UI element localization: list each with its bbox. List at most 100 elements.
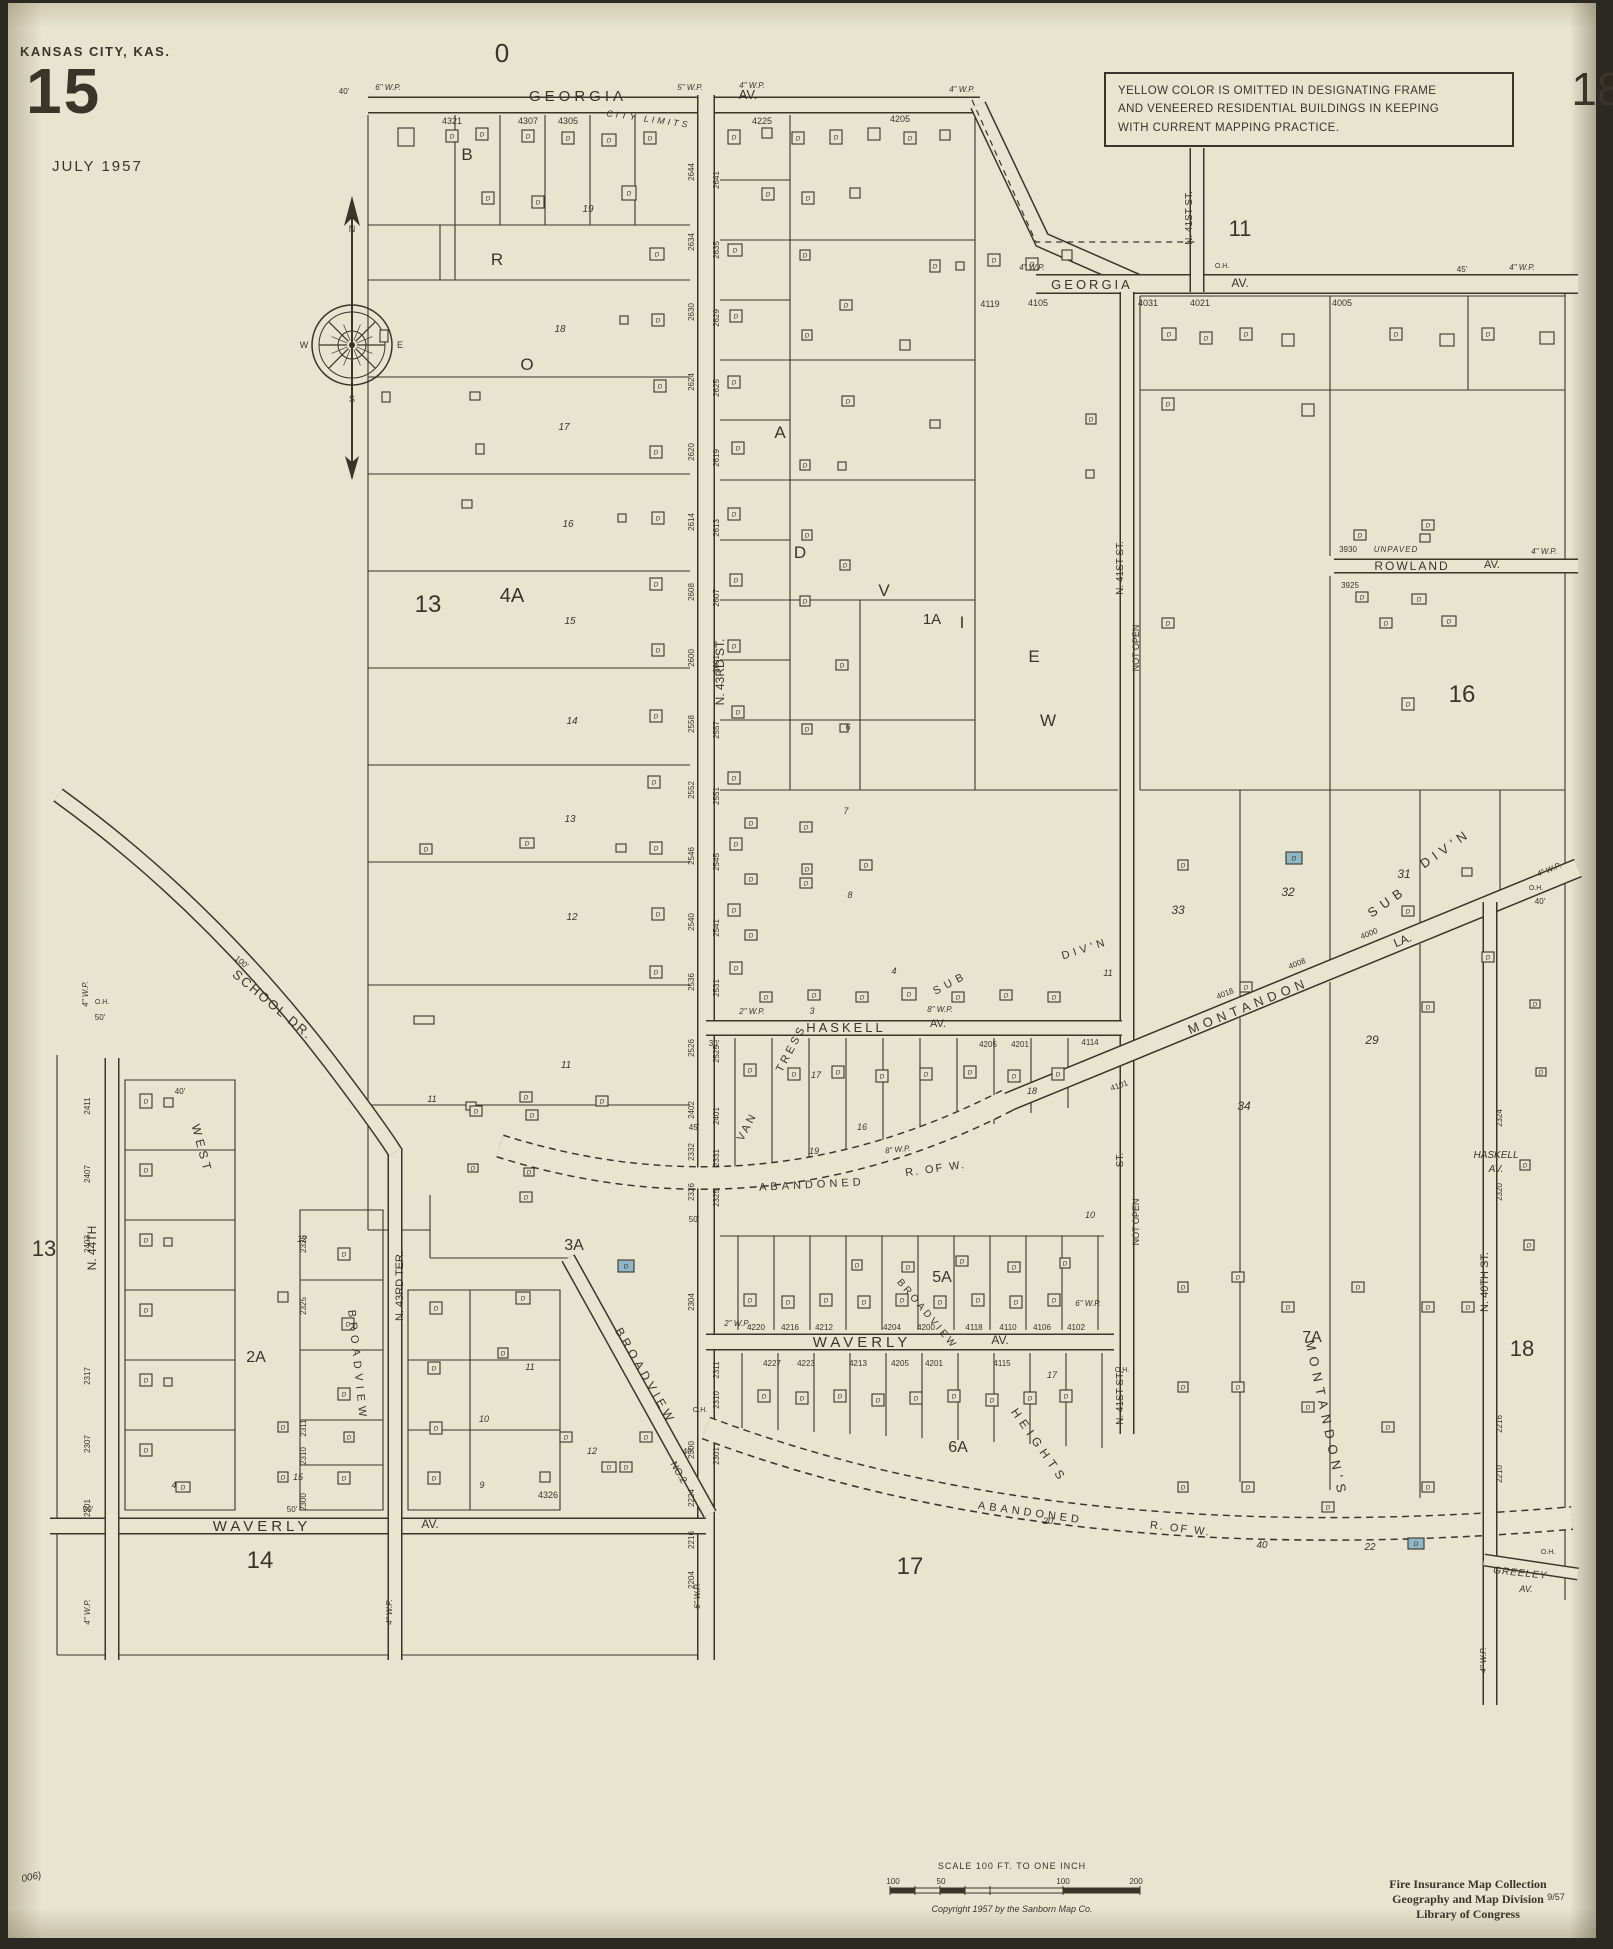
map-label: 2324	[1495, 1109, 1504, 1127]
map-label: 2403	[83, 1235, 92, 1253]
dwelling-code: D	[526, 133, 531, 140]
dwelling-code: D	[812, 992, 817, 999]
map-label: 4118	[965, 1323, 983, 1332]
map-label: 14	[247, 1547, 274, 1574]
dwelling-code: D	[434, 1425, 439, 1432]
map-label: 4201	[1011, 1040, 1029, 1049]
dwelling-code: D	[566, 135, 571, 142]
dwelling-code: D	[144, 1447, 149, 1454]
dwelling-code: D	[525, 840, 530, 847]
dwelling-code: D	[836, 1069, 841, 1076]
map-label: SCALE 100 FT. TO ONE INCH	[938, 1861, 1086, 1871]
dwelling-code: D	[1360, 594, 1365, 601]
map-label: 19	[582, 204, 594, 215]
map-label: N. 41ST ST.	[1115, 1371, 1126, 1425]
map-label: 50	[937, 1877, 946, 1886]
map-label: 50'	[689, 1215, 700, 1224]
map-label: 2546	[687, 847, 696, 865]
dwelling-code: D	[749, 820, 754, 827]
dwelling-code: D	[144, 1167, 149, 1174]
map-label: 4" W.P.	[81, 981, 90, 1007]
map-label: HEIGHTS	[1008, 1406, 1070, 1486]
dwelling-code: D	[1181, 1484, 1186, 1491]
dwelling-code: D	[144, 1377, 149, 1384]
dwelling-code: D	[803, 462, 808, 469]
map-label: 4105	[1028, 298, 1048, 308]
dwelling-code: D	[624, 1464, 629, 1471]
map-label: 4" W.P.	[1479, 1647, 1488, 1673]
dwelling-code: D	[734, 313, 739, 320]
map-label: 4212	[815, 1323, 833, 1332]
dwelling-code: D	[968, 1069, 973, 1076]
dwelling-code: D	[1166, 401, 1171, 408]
map-label: 11	[427, 1094, 436, 1104]
sheet-number: 15	[26, 55, 102, 127]
map-label: E	[1028, 647, 1039, 666]
map-label: 12	[297, 1234, 307, 1244]
map-label: 1A	[923, 611, 941, 628]
map-label: 17	[897, 1553, 924, 1580]
map-label: 50'	[287, 1505, 298, 1514]
map-label: A	[774, 423, 786, 442]
dwelling-code: D	[960, 1258, 965, 1265]
dwelling-code: D	[1386, 1424, 1391, 1431]
map-label: O.H.	[1541, 1549, 1555, 1556]
map-label: 200	[1129, 1877, 1143, 1886]
map-label: 14	[566, 716, 578, 727]
map-label: 4114	[1081, 1038, 1099, 1047]
map-label: Fire Insurance Map Collection	[1389, 1877, 1547, 1891]
map-label: 11	[1103, 968, 1112, 978]
map-label: 16	[562, 519, 574, 530]
map-label: 12	[587, 1446, 597, 1456]
dwelling-code: D	[860, 994, 865, 1001]
dwelling-code: D	[424, 846, 429, 853]
dwelling-code: D	[766, 191, 771, 198]
map-label: N. 41ST ST.	[1115, 541, 1126, 595]
map-label: 12	[566, 912, 578, 923]
dwelling-code: D	[648, 135, 653, 142]
dwelling-code: D	[342, 1475, 347, 1482]
map-label: DIV'N	[1060, 936, 1110, 962]
dwelling-code: D	[1064, 1393, 1069, 1400]
map-label: 4321	[442, 116, 462, 126]
map-label: HASKELL	[1473, 1150, 1518, 1161]
dwelling-code: D	[800, 1395, 805, 1402]
dwelling-code: D	[1030, 261, 1035, 268]
dwelling-code: D	[855, 1262, 860, 1269]
dwelling-code: D	[734, 965, 739, 972]
map-label: 4" W.P.	[1531, 547, 1557, 556]
dwelling-code: D	[1012, 1264, 1017, 1271]
dwelling-code: D	[654, 449, 659, 456]
dwelling-code: D	[764, 994, 769, 1001]
map-label: N. 43RD ST.	[713, 639, 727, 706]
map-label: ROWLAND	[1374, 559, 1449, 573]
dwelling-code: D	[144, 1098, 149, 1105]
map-label: 17	[811, 1070, 822, 1080]
map-label: AV.	[1488, 1164, 1504, 1175]
dwelling-code: D	[652, 779, 657, 786]
map-label: 2614	[687, 513, 696, 531]
dwelling-code: D	[144, 1237, 149, 1244]
map-label: 2A	[246, 1349, 266, 1366]
dwelling-code: D	[627, 190, 632, 197]
lot-lines	[56, 115, 1566, 1656]
map-label: 2210	[1495, 1465, 1504, 1483]
map-label: 40'	[175, 1087, 186, 1096]
map-label: 2307	[83, 1435, 92, 1453]
map-label: 2625	[712, 379, 721, 397]
map-label: 2525	[712, 1045, 721, 1063]
map-label: 4008	[1287, 956, 1307, 971]
map-label: 6	[845, 722, 850, 732]
dwelling-code: D	[346, 1321, 351, 1328]
dwelling-code: D	[846, 398, 851, 405]
dwelling-code: D	[480, 131, 485, 138]
dwelling-code: D	[914, 1395, 919, 1402]
map-label: 2311	[712, 1361, 721, 1379]
map-label: 4201	[925, 1359, 943, 1368]
dwelling-code: D	[1406, 908, 1411, 915]
dwelling-code: D	[732, 907, 737, 914]
map-label: 4" W.P.	[739, 81, 765, 90]
compass-rose-icon	[311, 196, 393, 480]
dwelling-code: D	[805, 532, 810, 539]
dwelling-code: D	[564, 1434, 569, 1441]
